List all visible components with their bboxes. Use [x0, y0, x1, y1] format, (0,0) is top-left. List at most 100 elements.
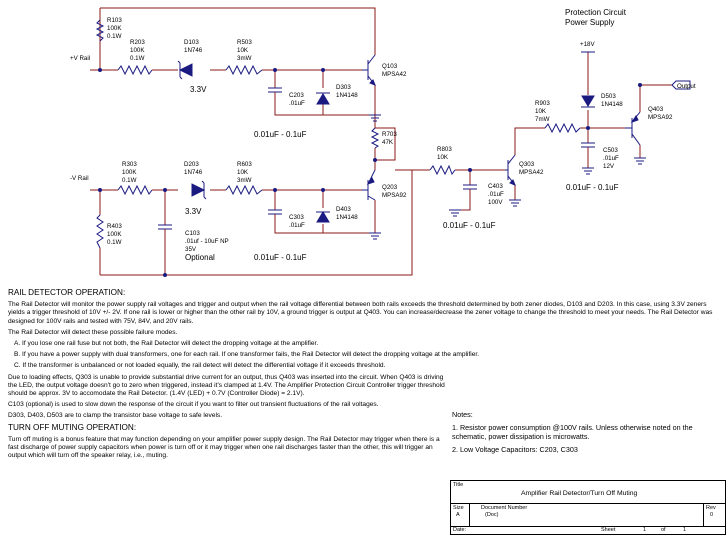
- failure-mode-a: A. If you lose one rail fuse but not bot…: [14, 340, 319, 348]
- capacitors: [158, 87, 595, 240]
- ground-icon: [582, 167, 594, 175]
- d203-value: 1N746: [184, 169, 203, 176]
- d403-value: 1N4148: [336, 214, 358, 221]
- range4-label: 0.01uF - 0.1uF: [566, 183, 619, 192]
- d303-ref: D303: [336, 84, 351, 91]
- c503-voltage: 12V: [603, 163, 615, 170]
- of-value: 1: [683, 527, 687, 533]
- muting-paragraph: Turn off muting is a bonus feature that …: [8, 435, 440, 460]
- sheet-label: Sheet: [601, 527, 616, 533]
- r203-value: 100K: [130, 47, 145, 54]
- failure-modes-intro: The Rail Detector will detect these poss…: [8, 328, 178, 336]
- r203-power: 0.1W: [130, 55, 145, 62]
- r703-ref: R703: [382, 131, 397, 138]
- header-title-2: Power Supply: [565, 18, 614, 27]
- r503-ref: R503: [237, 39, 252, 46]
- rail-detector-heading: RAIL DETECTOR OPERATION:: [8, 288, 126, 297]
- muting-heading: TURN OFF MUTING OPERATION:: [8, 422, 137, 432]
- sheet-value: 1: [643, 527, 647, 533]
- q103-transistor-symbol: [362, 54, 376, 86]
- notes-title: Notes:: [452, 410, 473, 419]
- r603-power: 3mW: [237, 177, 252, 184]
- description-block: RAIL DETECTOR OPERATION: The Rail Detect…: [8, 287, 712, 463]
- rail-detector-paragraph: The Rail Detector will monitor the power…: [8, 301, 713, 325]
- r603-resistor-symbol: [225, 184, 263, 196]
- c303-value: .01uF: [289, 222, 305, 229]
- q403-value: MPSA92: [648, 114, 673, 121]
- r503-power: 3mW: [237, 55, 252, 62]
- range2-label: 0.01uF - 0.1uF: [254, 253, 307, 262]
- d403-ref: D403: [336, 206, 351, 213]
- r203-resistor-symbol: [117, 64, 153, 76]
- of-label: of: [661, 527, 666, 533]
- range1-label: 0.01uF - 0.1uF: [254, 130, 307, 139]
- c503-ref: C503: [603, 147, 618, 154]
- c503-value: .01uF: [603, 155, 619, 162]
- c503-capacitor-symbol: [581, 142, 595, 155]
- c203-value: .01uF: [289, 100, 305, 107]
- q103-value: MPSA42: [382, 71, 407, 78]
- zener-diodes: [177, 60, 207, 200]
- r603-value: 10K: [237, 169, 249, 176]
- note-1: 1. Resistor power consumption @100V rail…: [452, 423, 693, 441]
- ground-icon: [634, 157, 646, 165]
- docnum-label: Document Number: [481, 505, 528, 511]
- d203-zener-symbol: [191, 180, 207, 200]
- r103-value: 100K: [107, 25, 122, 32]
- q203-ref: Q203: [382, 184, 398, 191]
- output-port-icon: [671, 80, 691, 90]
- q203-value: MPSA92: [382, 192, 407, 199]
- d103-zener-symbol: [177, 60, 193, 80]
- c103-optional: Optional: [185, 253, 215, 262]
- r103-ref: R103: [107, 17, 122, 24]
- clamp-paragraph: D303, D403, D503 are to clamp the transi…: [8, 412, 223, 420]
- d303-value: 1N4148: [336, 92, 358, 99]
- c103-ref: C103: [185, 230, 200, 237]
- r203-ref: R203: [130, 39, 145, 46]
- ground-icon: [509, 199, 521, 207]
- grounds: [369, 114, 646, 240]
- d103-value: 1N746: [184, 47, 203, 54]
- ground-icon: [449, 209, 461, 217]
- r403-resistor-symbol: [96, 214, 104, 249]
- title-label: Title: [453, 482, 464, 488]
- schematic: Protection Circuit Power Supply +V Rail …: [70, 7, 696, 277]
- r303-value: 100K: [122, 169, 137, 176]
- d103-voltage: 3.3V: [190, 85, 207, 94]
- c203-ref: C203: [289, 92, 304, 99]
- c203-capacitor-symbol: [268, 87, 282, 100]
- wires: [90, 7, 672, 276]
- c403-voltage: 100V: [488, 199, 503, 206]
- net-symbols: [98, 51, 691, 277]
- c103-capacitor-symbol: [158, 224, 172, 240]
- r103-resistor-symbol: [95, 19, 105, 42]
- d503-ref: D503: [601, 93, 616, 100]
- title-value: Amplifier Rail Detector/Turn Off Muting: [521, 490, 638, 497]
- v-pos-label: +V Rail: [70, 55, 90, 62]
- d503-value: 1N4148: [601, 101, 623, 108]
- r903-power: 7mW: [535, 116, 550, 123]
- range3-label: 0.01uF - 0.1uF: [443, 221, 496, 230]
- resistors: [95, 19, 581, 249]
- r303-power: 0.1W: [122, 177, 137, 184]
- c103-voltage: 35V: [185, 246, 197, 253]
- date-label: Date:: [453, 527, 467, 533]
- q303-transistor-symbol: [505, 154, 516, 186]
- loading-effects-paragraph: Due to loading effects, Q303 is unable t…: [8, 373, 445, 398]
- r703-value: 47K: [382, 139, 394, 146]
- c403-value: .01uF: [488, 191, 504, 198]
- r403-ref: R403: [107, 223, 122, 230]
- r503-value: 10K: [237, 47, 249, 54]
- d103-ref: D103: [184, 39, 199, 46]
- plus18-label: +18V: [580, 41, 595, 48]
- c403-capacitor-symbol: [463, 184, 477, 198]
- rev-value: 0: [710, 512, 714, 518]
- d203-ref: D203: [184, 161, 199, 168]
- r303-resistor-symbol: [117, 184, 153, 196]
- r303-ref: R303: [122, 161, 137, 168]
- q403-ref: Q403: [648, 106, 664, 113]
- r403-power: 0.1W: [107, 239, 122, 246]
- q103-ref: Q103: [382, 63, 398, 70]
- ground-icon: [369, 232, 381, 240]
- v-neg-label: -V Rail: [70, 175, 89, 182]
